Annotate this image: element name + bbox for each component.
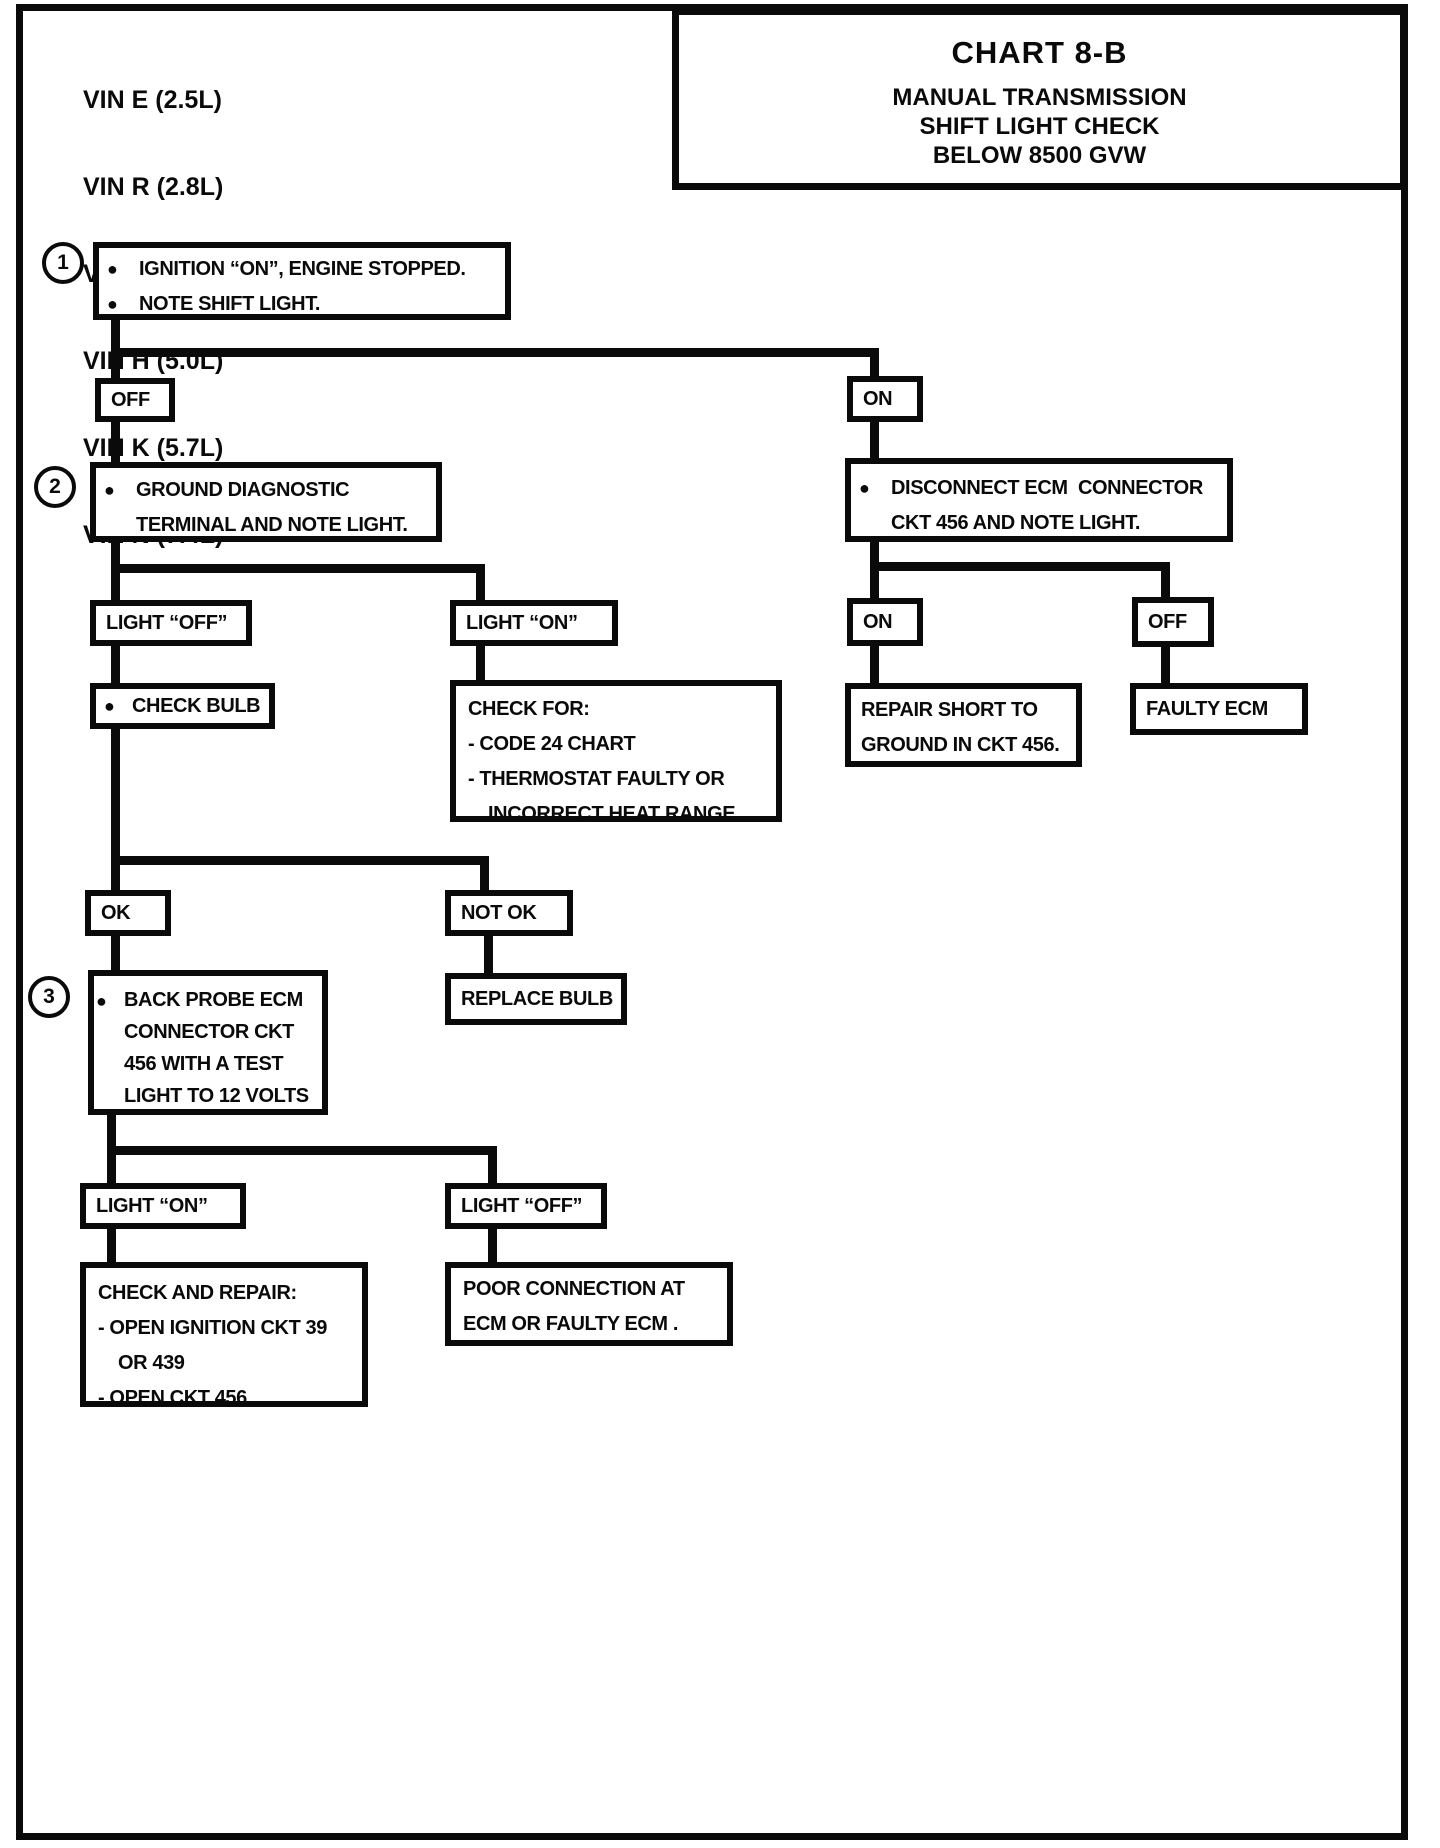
check-repair-line: - OPEN IGNITION CKT 39 <box>98 1317 328 1339</box>
connector-line <box>111 936 120 970</box>
check-repair-line: OR 439 <box>118 1352 185 1374</box>
step3-line: BACK PROBE ECM <box>124 989 303 1011</box>
light-on-label-1: LIGHT “ON” <box>450 600 618 646</box>
bullet-icon: ● <box>96 991 107 1011</box>
connector-line <box>476 646 485 680</box>
chart-subtitle-line: MANUAL TRANSMISSION <box>892 84 1187 111</box>
vin-item: VIN E (2.5L) <box>83 86 222 114</box>
connector-line <box>1161 647 1170 683</box>
connector-line <box>107 1146 497 1155</box>
page-border <box>16 4 1408 1840</box>
connector-line <box>111 646 120 683</box>
repair-short-box: REPAIR SHORT TO GROUND IN CKT 456. <box>845 683 1082 767</box>
connector-line <box>107 1229 116 1262</box>
disconnect-line: CKT 456 AND NOTE LIGHT. <box>891 512 1140 534</box>
branch-off-label: OFF <box>95 378 175 422</box>
connector-line <box>111 564 485 573</box>
connector-line <box>488 1229 497 1262</box>
chart-title: CHART 8-B <box>951 35 1128 70</box>
connector-line <box>111 422 120 462</box>
chart-subtitle-line: SHIFT LIGHT CHECK <box>919 113 1160 140</box>
check-and-repair-box: CHECK AND REPAIR: - OPEN IGNITION CKT 39… <box>80 1262 368 1409</box>
poor-connection-box: POOR CONNECTION AT ECM OR FAULTY ECM . <box>445 1262 733 1346</box>
step2-line: GROUND DIAGNOSTIC <box>136 479 350 501</box>
step1-number: 1 <box>57 251 69 274</box>
check-for-line: INCORRECT HEAT RANGE. <box>488 803 741 825</box>
step3-number: 3 <box>43 985 55 1008</box>
vin-item: VIN K (5.7L) <box>83 434 224 462</box>
check-bulb-box: ● CHECK BULB <box>90 683 275 729</box>
branch-on-label: ON <box>847 376 923 422</box>
chart-subtitle-line: BELOW 8500 GVW <box>932 142 1147 169</box>
connector-line <box>870 646 879 683</box>
disconnect-line: DISCONNECT ECM CONNECTOR <box>891 477 1203 499</box>
bullet-icon: ● <box>104 480 115 500</box>
step1-box: ● IGNITION “ON”, ENGINE STOPPED. ● NOTE … <box>93 242 511 320</box>
repair-short-line: GROUND IN CKT 456. <box>861 734 1060 756</box>
step3-circle: 3 <box>28 976 70 1018</box>
step2-line: TERMINAL AND NOTE LIGHT. <box>136 514 408 536</box>
connector-line <box>111 856 489 865</box>
check-repair-line: - OPEN CKT 456 <box>98 1387 247 1409</box>
connector-line <box>870 422 879 458</box>
step2-number: 2 <box>49 475 61 498</box>
bullet-icon: ● <box>107 294 118 314</box>
step3-line: CONNECTOR CKT <box>124 1021 294 1043</box>
connector-line <box>870 562 1170 571</box>
disconnect-ecm-box: ● DISCONNECT ECM CONNECTOR CKT 456 AND N… <box>845 458 1233 542</box>
title-box: CHART 8-B MANUAL TRANSMISSION SHIFT LIGH… <box>672 8 1407 190</box>
poor-connection-line: POOR CONNECTION AT <box>463 1278 685 1300</box>
check-repair-line: CHECK AND REPAIR: <box>98 1282 297 1304</box>
connector-line <box>480 856 489 890</box>
connector-line <box>111 729 120 890</box>
step2-box: ● GROUND DIAGNOSTIC TERMINAL AND NOTE LI… <box>90 462 442 542</box>
step3-line: 456 WITH A TEST <box>124 1053 284 1075</box>
check-for-line: - THERMOSTAT FAULTY OR <box>468 768 725 790</box>
bullet-icon: ● <box>859 478 870 498</box>
connector-line <box>1161 562 1170 597</box>
light-off-label-1: LIGHT “OFF” <box>90 600 252 646</box>
not-ok-label: NOT OK <box>445 890 573 936</box>
step3-box: ● BACK PROBE ECM CONNECTOR CKT 456 WITH … <box>88 970 328 1115</box>
light-off-label-2: LIGHT “OFF” <box>445 1183 607 1229</box>
ok-label: OK <box>85 890 171 936</box>
step1-line: IGNITION “ON”, ENGINE STOPPED. <box>139 258 466 280</box>
off-label-2: OFF <box>1132 597 1214 647</box>
connector-line <box>476 564 485 600</box>
poor-connection-line: ECM OR FAULTY ECM . <box>463 1313 678 1335</box>
step1-line: NOTE SHIFT LIGHT. <box>139 293 320 315</box>
step2-circle: 2 <box>34 466 76 508</box>
repair-short-line: REPAIR SHORT TO <box>861 699 1038 721</box>
faulty-ecm-box: FAULTY ECM <box>1130 683 1308 735</box>
check-for-box: CHECK FOR: - CODE 24 CHART - THERMOSTAT … <box>450 680 782 825</box>
step1-circle: 1 <box>42 242 84 284</box>
check-for-line: - CODE 24 CHART <box>468 733 636 755</box>
step3-line: LIGHT TO 12 VOLTS <box>124 1085 309 1107</box>
light-on-label-2: LIGHT “ON” <box>80 1183 246 1229</box>
connector-line <box>870 348 879 376</box>
check-for-line: CHECK FOR: <box>468 698 590 720</box>
connector-line <box>111 348 879 357</box>
replace-bulb-box: REPLACE BULB <box>445 973 627 1025</box>
on-label-2: ON <box>847 598 923 646</box>
connector-line <box>488 1146 497 1183</box>
bullet-icon: ● <box>104 695 115 716</box>
bullet-icon: ● <box>107 259 118 279</box>
check-bulb-label: CHECK BULB <box>132 694 261 717</box>
connector-line <box>484 936 493 973</box>
vin-item: VIN R (2.8L) <box>83 173 224 201</box>
